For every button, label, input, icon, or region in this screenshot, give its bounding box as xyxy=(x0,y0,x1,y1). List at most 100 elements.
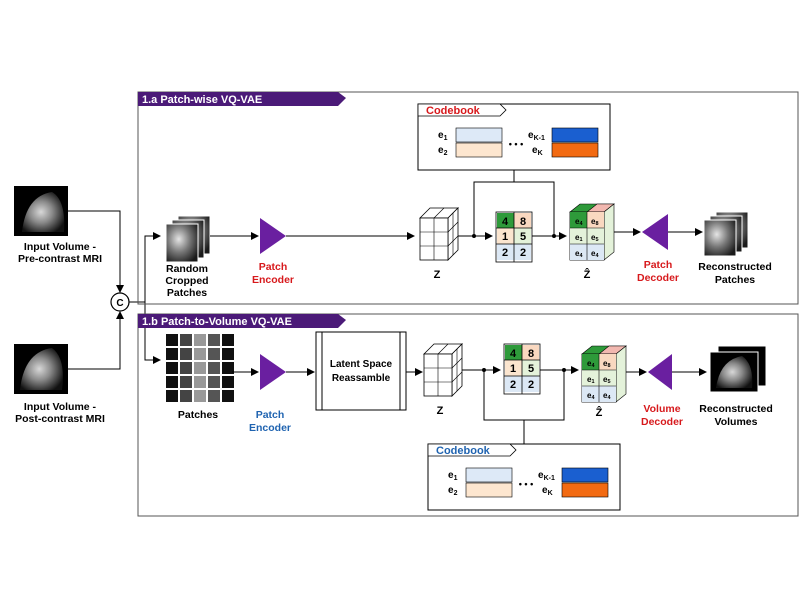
zq-label-b: Ẑ xyxy=(596,406,603,419)
panel-b-title-tab xyxy=(138,314,346,328)
concat-symbol: C xyxy=(116,298,123,309)
index-value-b-4: 2 xyxy=(510,379,516,391)
index-value-a-1: 8 xyxy=(520,216,526,228)
svg-text:eK-1: eK-1 xyxy=(538,470,555,482)
image-patch xyxy=(180,362,192,374)
post-contrast-label-line1: Input Volume - xyxy=(24,401,97,413)
codebook-b: Codebook e1 e2 • • • eK-1 eK xyxy=(427,443,621,511)
image-patch xyxy=(222,348,234,360)
codebook-a-title: Codebook xyxy=(426,105,481,117)
panel-b: 1.b Patch-to-Volume VQ-VAE Patches Patch… xyxy=(137,313,799,517)
patches-label: Patches xyxy=(178,409,218,421)
zq-cube-a: e4 e8 e1 e5 e4 e4 xyxy=(569,203,615,261)
z-cube-a xyxy=(419,207,459,261)
codebook-b-ek1: e xyxy=(538,470,544,481)
index-value-a-3: 5 xyxy=(520,231,526,243)
svg-text:e2: e2 xyxy=(448,485,458,497)
codebook-a-dots: • • • xyxy=(509,139,523,149)
svg-text:e1: e1 xyxy=(448,470,458,482)
post-contrast-input: Input Volume - Post-contrast MRI xyxy=(14,344,105,425)
index-value-a-2: 1 xyxy=(502,231,508,243)
index-cell-b-2 xyxy=(505,360,522,376)
codebook-a-e1-sub: 1 xyxy=(444,135,448,142)
codebook-b-title-tab xyxy=(427,443,517,457)
codebook-b-ek1-sub: K-1 xyxy=(544,475,555,482)
image-patch xyxy=(180,334,192,346)
image-patch xyxy=(208,376,220,388)
index-cell-a-3 xyxy=(514,228,531,244)
zq-b-sub-5: 4 xyxy=(607,395,611,401)
z-label-a: Z xyxy=(434,269,441,281)
image-patch xyxy=(208,390,220,402)
patch-encoder-label-a-2: Encoder xyxy=(252,274,294,286)
svg-text:e1: e1 xyxy=(438,130,448,142)
patch-encoder-label-b-1: Patch xyxy=(256,409,285,421)
image-patch xyxy=(194,376,206,388)
zq-a-sub-2: 1 xyxy=(579,237,582,243)
codebook-b-ek-sub: K xyxy=(548,490,553,497)
svg-text:e4: e4 xyxy=(587,391,595,401)
codebook-a-e1: e xyxy=(438,130,444,141)
codebook-a-vector-e1 xyxy=(455,127,503,143)
image-patch xyxy=(180,348,192,360)
codebook-b-e2: e xyxy=(448,485,454,496)
svg-text:e2: e2 xyxy=(438,145,448,157)
codebook-a-title-tab xyxy=(417,103,507,117)
svg-text:e1: e1 xyxy=(575,233,583,243)
zq-a-sub-1: 8 xyxy=(595,221,598,227)
concat-to-panel-a-arrow xyxy=(129,232,161,303)
panel-a: 1.a Patch-wise VQ-VAE Random Cropped Pat… xyxy=(137,91,799,305)
patch-decoder-label-a-2: Decoder xyxy=(637,272,679,284)
zq-a-sub-0: 4 xyxy=(579,221,583,227)
codebook-a-vector-e2 xyxy=(455,142,503,158)
index-value-b-3: 5 xyxy=(528,363,534,375)
reconstructed-patches-image xyxy=(703,211,749,257)
reconstructed-volumes-label-2: Volumes xyxy=(715,416,758,428)
svg-text:e5: e5 xyxy=(591,233,599,243)
index-cell-a-0 xyxy=(497,213,514,228)
index-value-a-5: 2 xyxy=(520,247,526,259)
svg-text:e4: e4 xyxy=(591,249,599,259)
panel-a-title: 1.a Patch-wise VQ-VAE xyxy=(142,94,262,106)
random-cropped-label-1: Random xyxy=(166,263,208,275)
zq-b-sub-2: 1 xyxy=(591,379,594,385)
z-cube-b xyxy=(423,343,463,397)
reconstructed-patches-label-2: Patches xyxy=(715,274,755,286)
image-patch xyxy=(222,376,234,388)
panel-b-border xyxy=(137,313,799,517)
random-cropped-label-2: Cropped xyxy=(165,275,208,287)
codebook-a-ek: e xyxy=(532,145,538,156)
index-grid-a: 4 8 1 5 2 2 xyxy=(495,211,533,263)
index-cell-a-2 xyxy=(497,228,514,244)
svg-text:e4: e4 xyxy=(587,359,595,369)
reconstructed-volumes-label-1: Reconstructed xyxy=(699,403,773,415)
svg-text:e8: e8 xyxy=(591,217,599,227)
post-to-concat-arrow xyxy=(68,311,124,370)
image-patch xyxy=(208,362,220,374)
image-patch xyxy=(166,390,178,402)
panel-a-border xyxy=(137,91,799,305)
reassemble-label-1: Latent Space xyxy=(330,359,393,370)
svg-text:e5: e5 xyxy=(603,375,611,385)
codebook-b-title: Codebook xyxy=(436,445,491,457)
zq-cube-b: e4 e8 e1 e5 e4 e4 xyxy=(581,345,627,403)
pre-contrast-input: Input Volume - Pre-contrast MRI xyxy=(14,186,102,265)
index-value-b-1: 8 xyxy=(528,348,534,360)
codebook-a: Codebook e1 e2 • • • eK-1 eK xyxy=(417,103,611,171)
image-patch xyxy=(208,348,220,360)
codebook-a-e2: e xyxy=(438,145,444,156)
patch-decoder-label-a-1: Patch xyxy=(644,259,673,271)
codebook-b-vector-e2 xyxy=(465,482,513,498)
codebook-b-e2-sub: 2 xyxy=(454,490,458,497)
index-cell-b-0 xyxy=(505,345,522,360)
index-value-a-4: 2 xyxy=(502,247,508,259)
latent-space-reassemble-box: Latent Space Reassamble xyxy=(315,331,407,411)
svg-text:e8: e8 xyxy=(603,359,611,369)
image-patch xyxy=(166,362,178,374)
index-cell-b-3 xyxy=(522,360,539,376)
pre-to-concat-arrow xyxy=(68,210,124,293)
zq-a-sub-3: 5 xyxy=(595,237,598,243)
post-contrast-label-line2: Post-contrast MRI xyxy=(15,413,105,425)
image-patch xyxy=(222,334,234,346)
patch-encoder-label-a-1: Patch xyxy=(259,261,288,273)
